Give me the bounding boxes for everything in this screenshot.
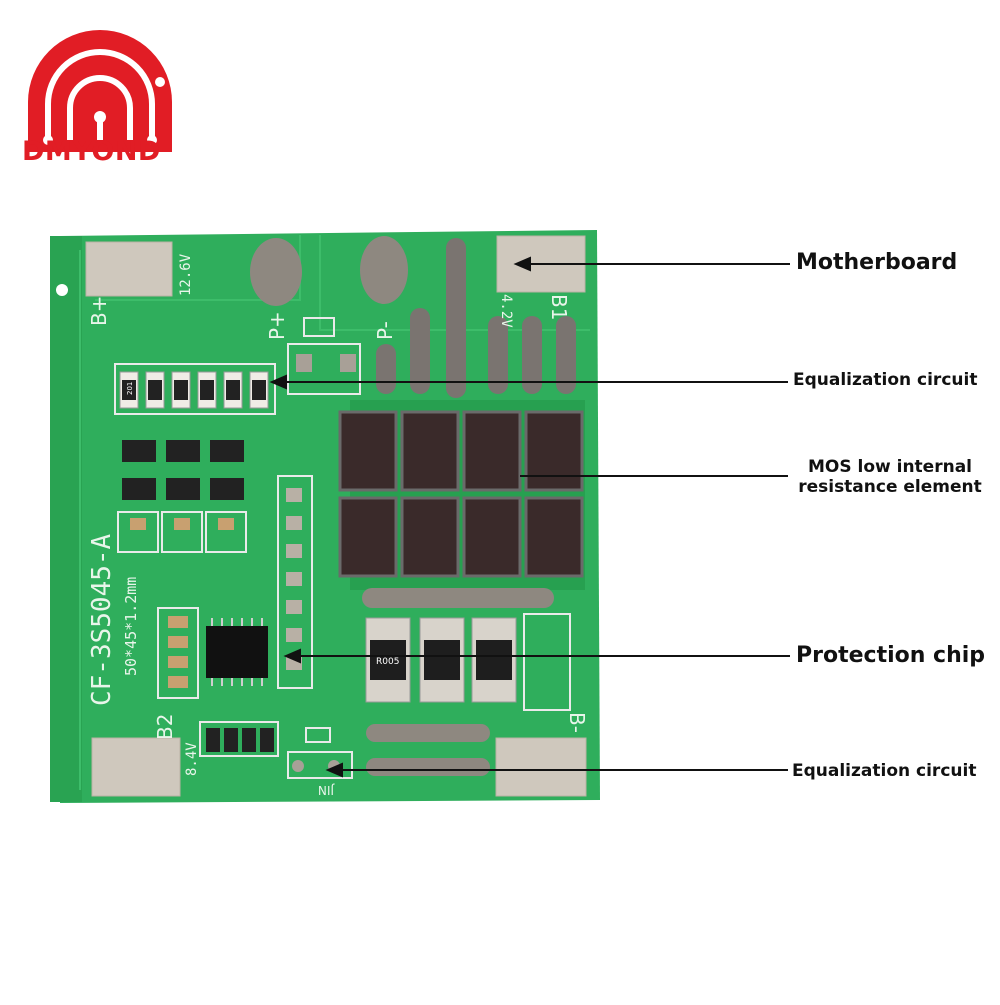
label-jin: JIN — [318, 783, 335, 797]
label-p-minus: P- — [373, 321, 397, 340]
callout-equalization-top: Equalization circuit — [793, 370, 978, 390]
logo-text: DMYOND — [22, 136, 161, 167]
shunt-resistors — [365, 617, 517, 703]
label-b2: B2 — [153, 714, 177, 740]
label-12-6v: 12.6V — [178, 253, 194, 296]
resistor-column — [277, 475, 313, 689]
resistor-array-bottom — [199, 721, 279, 757]
resistor-array-top — [114, 363, 276, 415]
label-b-plus: B+ — [87, 296, 111, 326]
callout-equalization-bottom: Equalization circuit — [792, 761, 977, 781]
label-p-plus: P+ — [265, 311, 289, 340]
caps-chip — [157, 607, 199, 699]
board-size-text: 50*45*1.2mm — [122, 577, 140, 676]
label-4-2v: 4.2V — [498, 294, 514, 328]
pad-p-minus — [360, 236, 408, 304]
label-8-4v: 8.4V — [184, 742, 200, 776]
callout-protection-chip: Protection chip — [796, 643, 986, 668]
callout-motherboard: Motherboard — [796, 250, 958, 275]
board-model-text: CF-3S5045-A — [87, 533, 117, 706]
callout-mos: MOS low internal resistance element — [792, 457, 988, 497]
protection-chip — [206, 618, 268, 686]
label-b-minus: B- — [565, 712, 589, 733]
label-b1: B1 — [547, 294, 571, 320]
pad-p-plus — [250, 238, 302, 306]
callout-mos-line2: resistance element — [798, 477, 982, 497]
brand-logo — [20, 22, 180, 172]
callout-mos-line1: MOS low internal — [807, 457, 973, 477]
shunt-code: R005 — [376, 657, 399, 667]
pad-b2 — [91, 737, 181, 797]
logo-arch-icon — [28, 30, 172, 152]
caps-left — [117, 511, 247, 553]
resistor-code: 201 — [126, 382, 134, 395]
pad-b-plus — [85, 241, 173, 297]
transistors-left — [122, 440, 244, 500]
mos-array — [338, 410, 584, 578]
pad-b-minus — [495, 737, 587, 797]
